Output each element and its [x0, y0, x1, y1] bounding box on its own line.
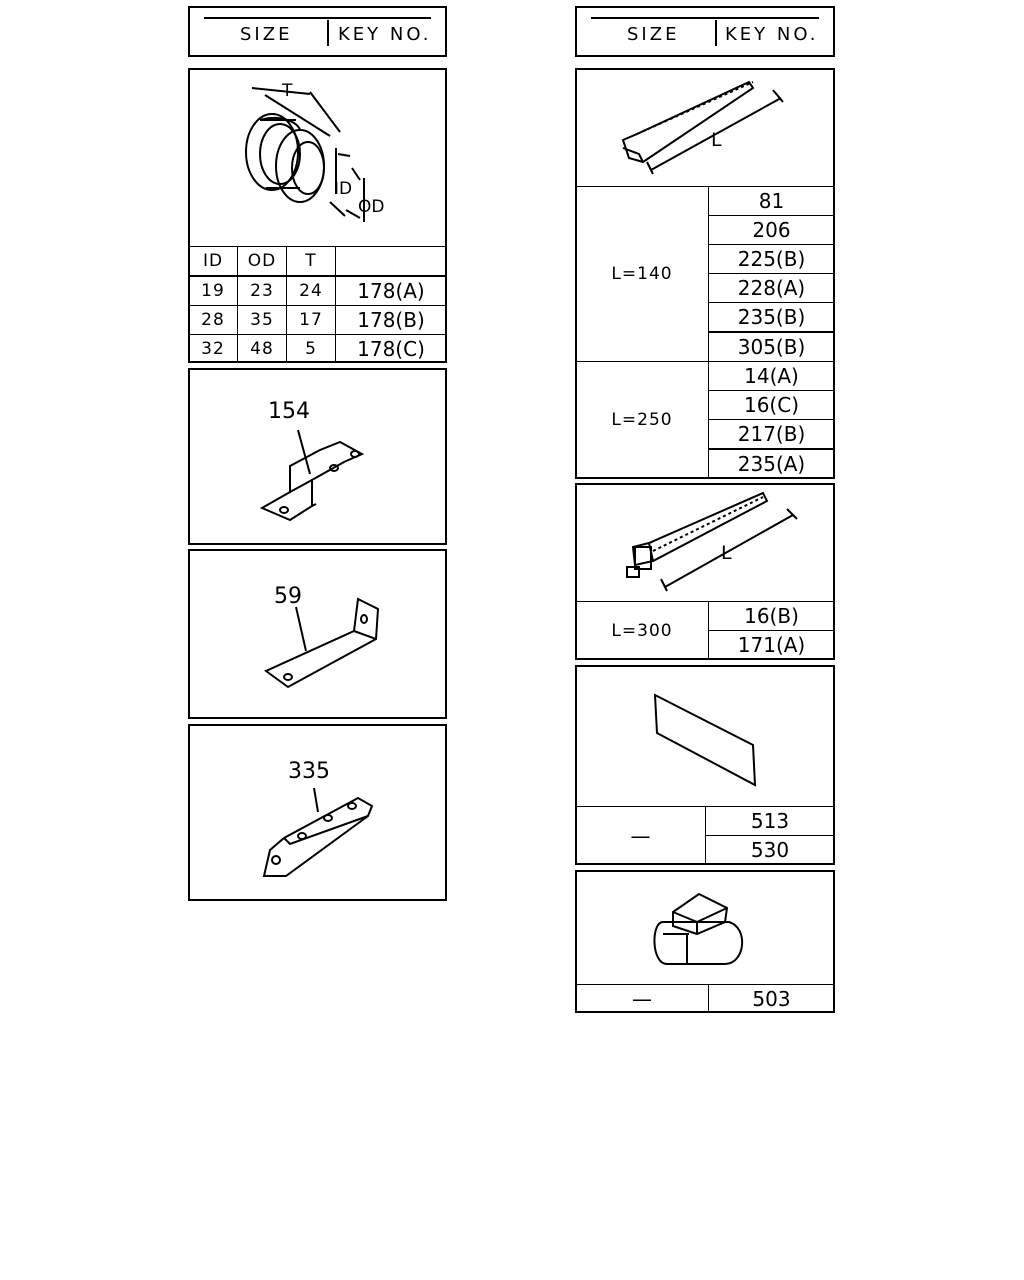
dim-l-label: L [711, 129, 722, 151]
grommet-row-1-id: 19 [188, 276, 238, 306]
size-clip: — [575, 984, 709, 1013]
header-divider [327, 20, 329, 46]
part-154-label[interactable]: 154 [268, 399, 310, 424]
key-81[interactable]: 81 [708, 186, 835, 216]
tape-icon [653, 693, 757, 787]
grommet-row-2-od: 35 [237, 305, 287, 335]
grommet-row-2-t: 17 [286, 305, 336, 335]
grommet-row-3-id: 32 [188, 334, 238, 363]
header-rule [591, 17, 819, 19]
cable-tie-b-box: L L=300 16(B) 171(A) [575, 483, 835, 660]
col-header-t: T [286, 246, 336, 276]
key-235b[interactable]: 235(B) [708, 302, 835, 332]
key-14a[interactable]: 14(A) [708, 361, 835, 391]
dim-od-label: OD [358, 197, 384, 217]
grommet-row-3-key[interactable]: 178(C) [335, 334, 447, 363]
key-217b[interactable]: 217(B) [708, 419, 835, 449]
clip-icon [653, 892, 744, 965]
grommet-box: T ID OD ID OD T 19 23 24 178(A) 28 35 17… [188, 68, 447, 363]
z-bracket-icon: 154 [259, 399, 365, 522]
grommet-row-1-t: 24 [286, 276, 336, 306]
key-206[interactable]: 206 [708, 215, 835, 245]
clip-box: — 503 [575, 870, 835, 1013]
key-235a[interactable]: 235(A) [708, 449, 835, 479]
dim-l-label: L [721, 542, 732, 564]
bent-plate-icon: 335 [262, 759, 374, 877]
key-no-header: KEY NO. [338, 24, 432, 45]
size-tape: — [575, 806, 706, 865]
bracket-59-box: 59 [188, 549, 447, 719]
key-305b[interactable]: 305(B) [708, 332, 835, 362]
grommet-row-3-t: 5 [286, 334, 336, 363]
cable-tie-large-icon: L [626, 491, 798, 592]
size-l300: L=300 [575, 601, 709, 660]
col-header-key [335, 246, 447, 276]
size-l250: L=250 [575, 361, 709, 479]
header-rule [204, 17, 431, 19]
grommet-row-3-od: 48 [237, 334, 287, 363]
size-header: SIZE [627, 24, 680, 45]
key-no-header: KEY NO. [725, 24, 819, 45]
right-header-box: SIZE KEY NO. [575, 6, 835, 57]
key-228a[interactable]: 228(A) [708, 273, 835, 303]
size-l140: L=140 [575, 186, 709, 362]
grommet-row-2-key[interactable]: 178(B) [335, 305, 447, 335]
l-bracket-icon: 59 [264, 584, 380, 689]
key-225b[interactable]: 225(B) [708, 244, 835, 274]
bracket-335-box: 335 [188, 724, 447, 901]
left-header-box: SIZE KEY NO. [188, 6, 447, 57]
grommet-row-1-od: 23 [237, 276, 287, 306]
grommet-icon: T ID OD [245, 81, 384, 222]
key-16b[interactable]: 16(B) [708, 601, 835, 631]
dim-id-label: ID [334, 179, 352, 199]
header-divider [715, 20, 717, 46]
cable-tie-icon: L [621, 80, 784, 175]
cable-tie-a-box: L L=140 81 206 225(B) 228(A) 235(B) 305(… [575, 68, 835, 479]
col-header-id: ID [188, 246, 238, 276]
key-530[interactable]: 530 [705, 835, 835, 865]
grommet-row-2-id: 28 [188, 305, 238, 335]
part-335-label[interactable]: 335 [288, 759, 330, 784]
key-16c[interactable]: 16(C) [708, 390, 835, 420]
tape-box: — 513 530 [575, 665, 835, 865]
part-59-label[interactable]: 59 [274, 584, 302, 609]
col-header-od: OD [237, 246, 287, 276]
bracket-154-box: 154 [188, 368, 447, 545]
key-503[interactable]: 503 [708, 984, 835, 1013]
key-513[interactable]: 513 [705, 806, 835, 836]
size-header: SIZE [240, 24, 293, 45]
dim-t-label: T [281, 81, 293, 101]
grommet-row-1-key[interactable]: 178(A) [335, 276, 447, 306]
key-171a[interactable]: 171(A) [708, 630, 835, 660]
